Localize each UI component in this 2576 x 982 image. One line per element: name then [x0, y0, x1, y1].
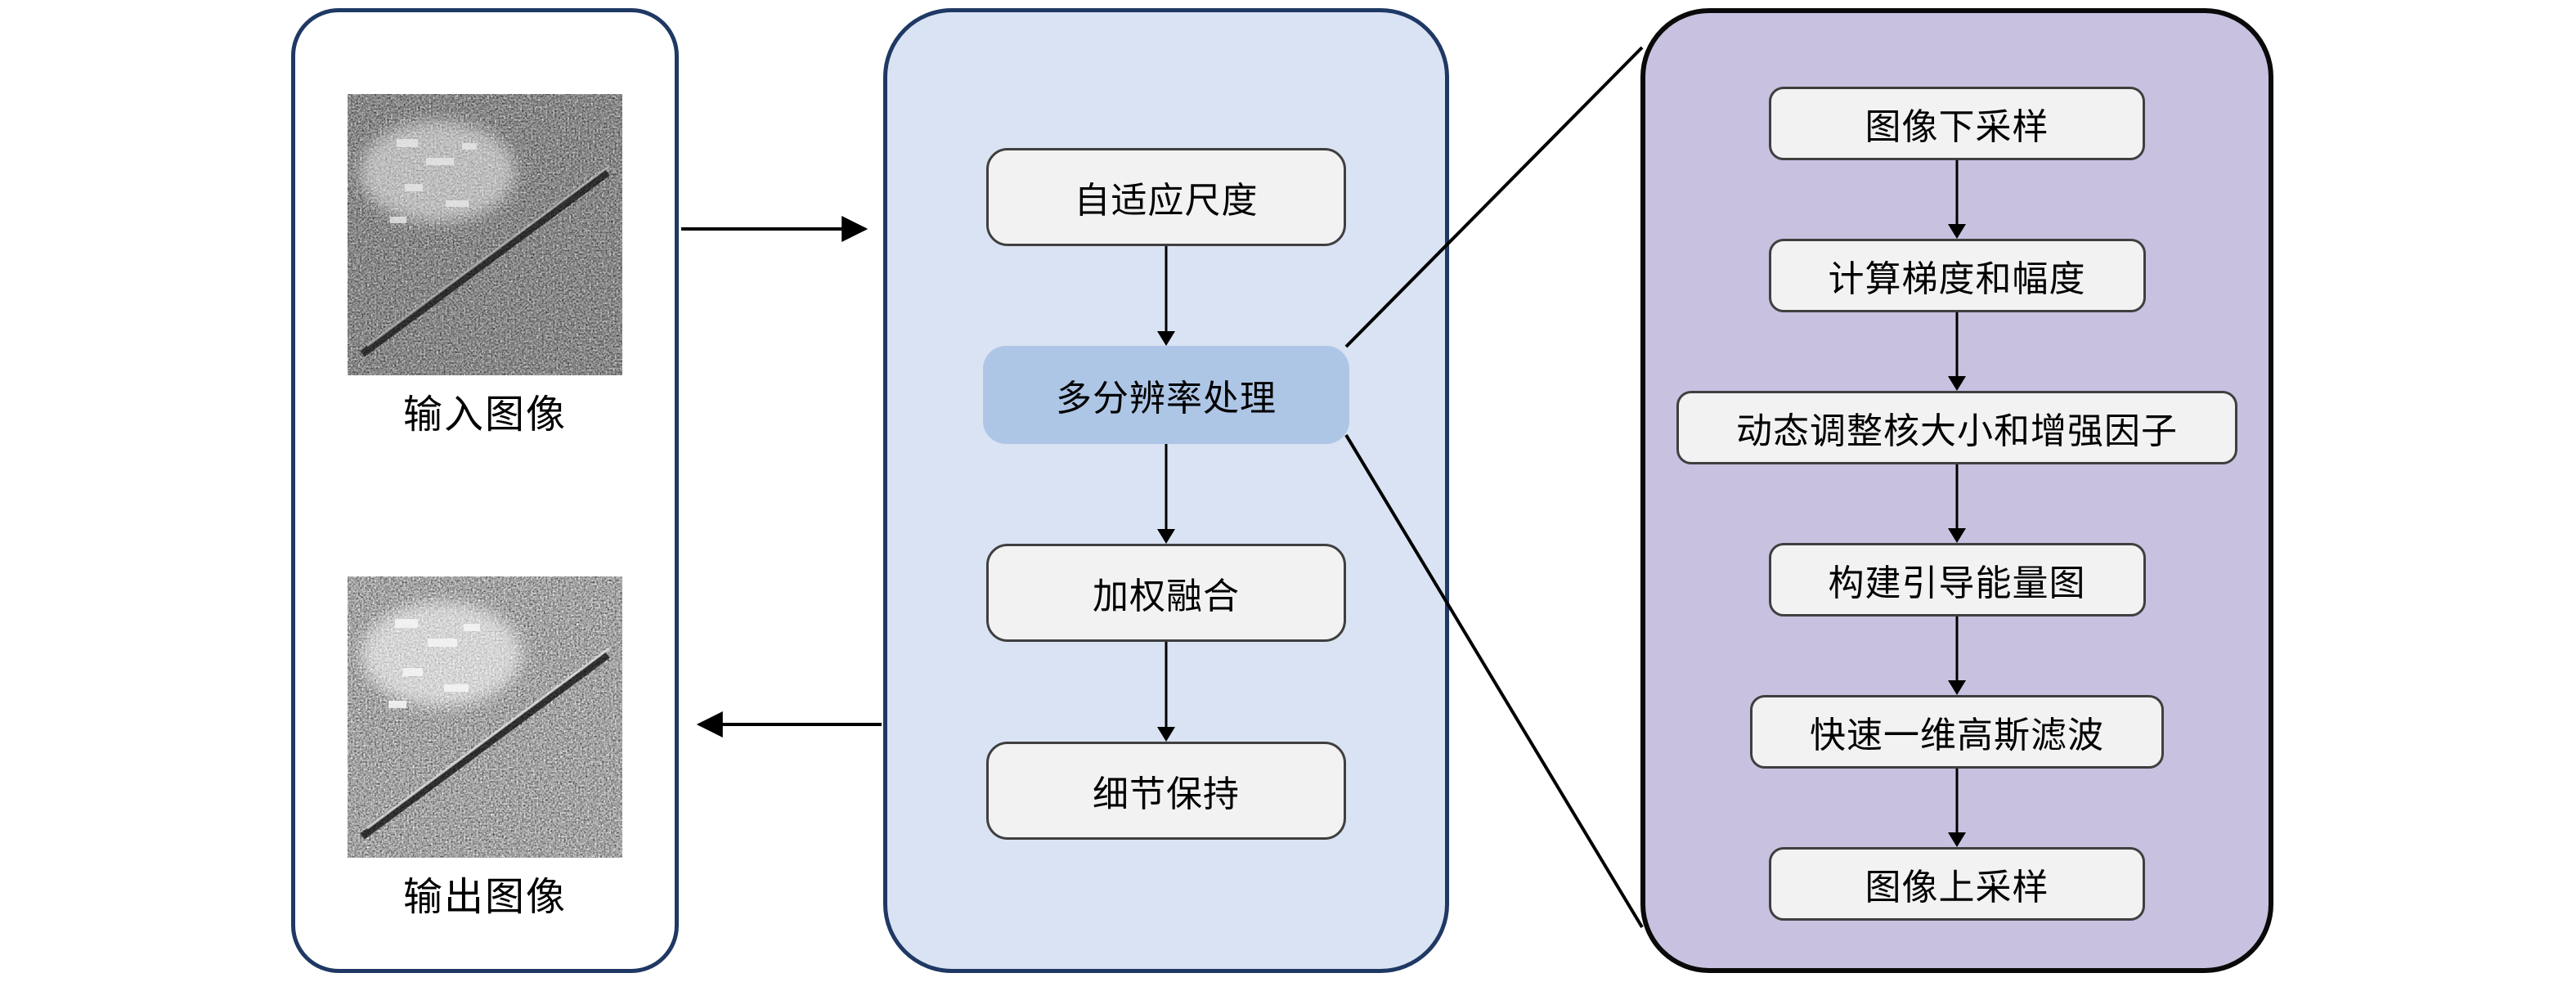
output-image-label: 输出图像 [402, 874, 567, 920]
substep-gaussian-filter: 快速一维高斯滤波 [1750, 695, 2164, 769]
io-panel: 输入图像 [291, 8, 679, 973]
down-arrow-icon [1946, 769, 1968, 847]
down-arrow-icon [1946, 160, 1968, 239]
substep-adjust-kernel: 动态调整核大小和增强因子 [1676, 391, 2237, 464]
flow-step-detail-preserve: 细节保持 [986, 742, 1346, 840]
flow-step-adaptive-scale: 自适应尺度 [986, 148, 1346, 246]
substep-energy-map: 构建引导能量图 [1768, 543, 2146, 617]
down-arrow-icon [1156, 246, 1177, 346]
substep-upsample: 图像上采样 [1769, 847, 2145, 921]
down-arrow-icon [1156, 642, 1177, 742]
input-image [348, 94, 622, 375]
down-arrow-icon [1946, 464, 1968, 543]
down-arrow-icon [1156, 444, 1177, 544]
down-arrow-icon [1946, 312, 1968, 391]
input-image-label: 输入图像 [402, 392, 567, 437]
down-arrow-icon [1946, 617, 1968, 695]
flow-step-multiresolution: 多分辨率处理 [983, 346, 1349, 444]
substep-gradient-magnitude: 计算梯度和幅度 [1768, 239, 2146, 312]
detail-flow-panel: 图像下采样 计算梯度和幅度 动态调整核大小和增强因子 构建引导能量图 快速一维高… [1640, 8, 2273, 973]
flow-step-weighted-fusion: 加权融合 [986, 544, 1346, 642]
main-flow-panel: 自适应尺度 多分辨率处理 加权融合 细节保持 [883, 8, 1449, 973]
substep-downsample: 图像下采样 [1769, 87, 2145, 160]
output-image [348, 576, 622, 858]
